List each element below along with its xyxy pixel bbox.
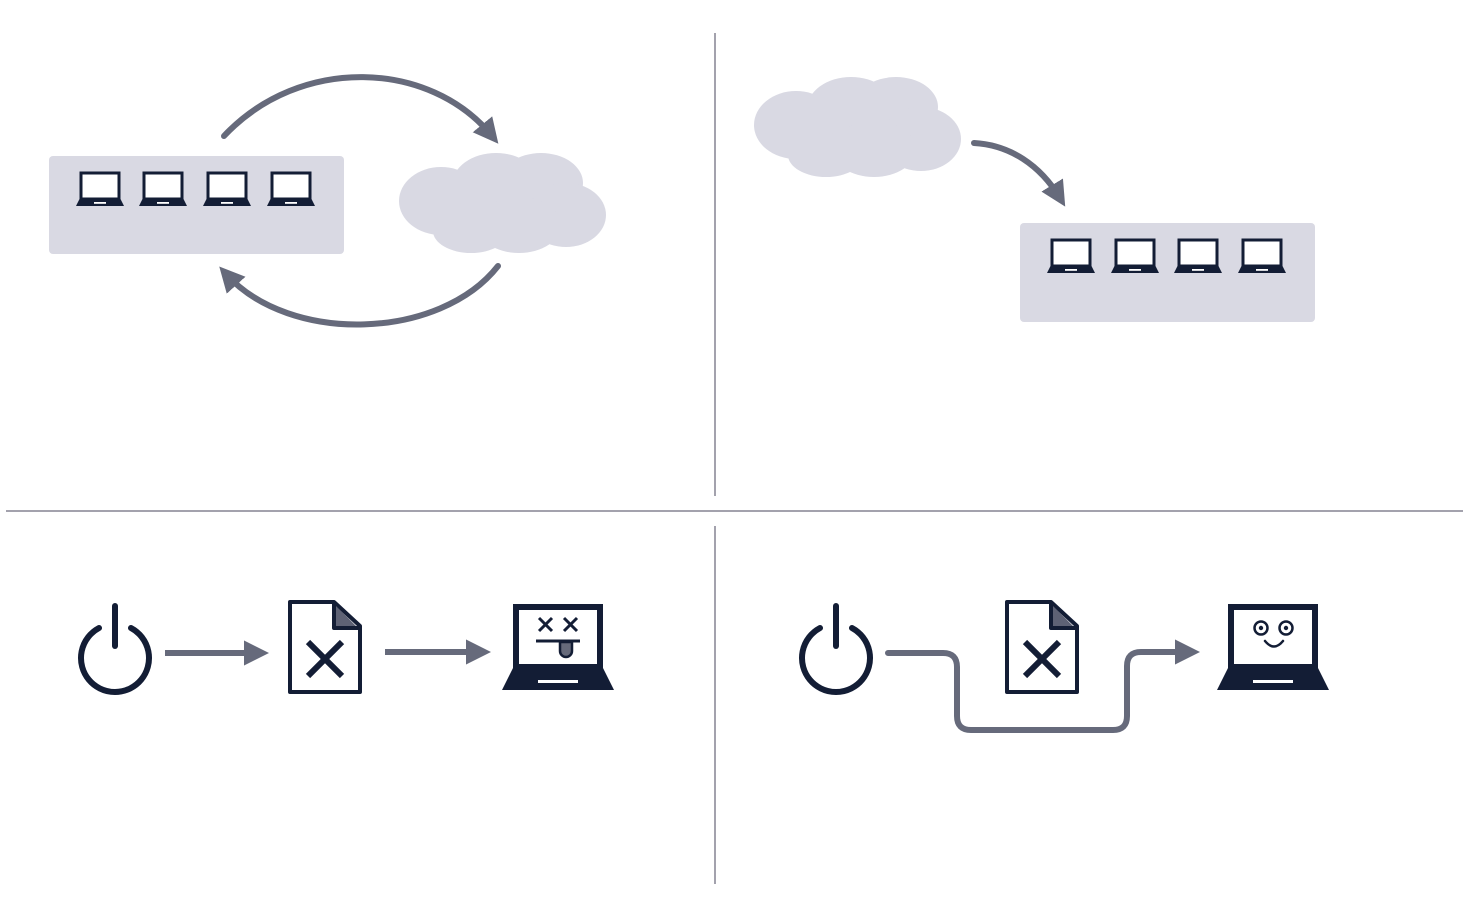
bypass-arrow-icon <box>885 639 1201 733</box>
happy-laptop-icon <box>1217 607 1329 690</box>
quadrant-bottom-left <box>81 602 614 692</box>
curved-arrow-icon <box>971 140 1066 207</box>
laptop-icon <box>1045 238 1097 275</box>
cloud-icon <box>399 153 606 253</box>
power-icon <box>802 606 870 692</box>
laptop-icon <box>1236 238 1288 275</box>
laptop-icon <box>1109 238 1161 275</box>
laptop-icon <box>137 171 189 208</box>
laptop-group-panel <box>1020 223 1315 322</box>
dead-laptop-icon <box>502 607 614 690</box>
quadrant-top-left <box>49 74 606 328</box>
laptop-icon <box>265 171 317 208</box>
broken-file-icon <box>290 602 360 692</box>
quadrant-bottom-right <box>802 602 1329 733</box>
cloud-icon <box>754 77 961 177</box>
broken-file-icon <box>1007 602 1077 692</box>
laptop-group-panel <box>49 156 344 254</box>
curved-arrow-up-icon <box>221 74 499 144</box>
curved-arrow-down-icon <box>219 263 501 328</box>
laptop-icon <box>201 171 253 208</box>
laptop-icon <box>74 171 126 208</box>
power-icon <box>81 606 149 692</box>
laptop-icon <box>1172 238 1224 275</box>
quadrant-top-right <box>754 77 1315 322</box>
